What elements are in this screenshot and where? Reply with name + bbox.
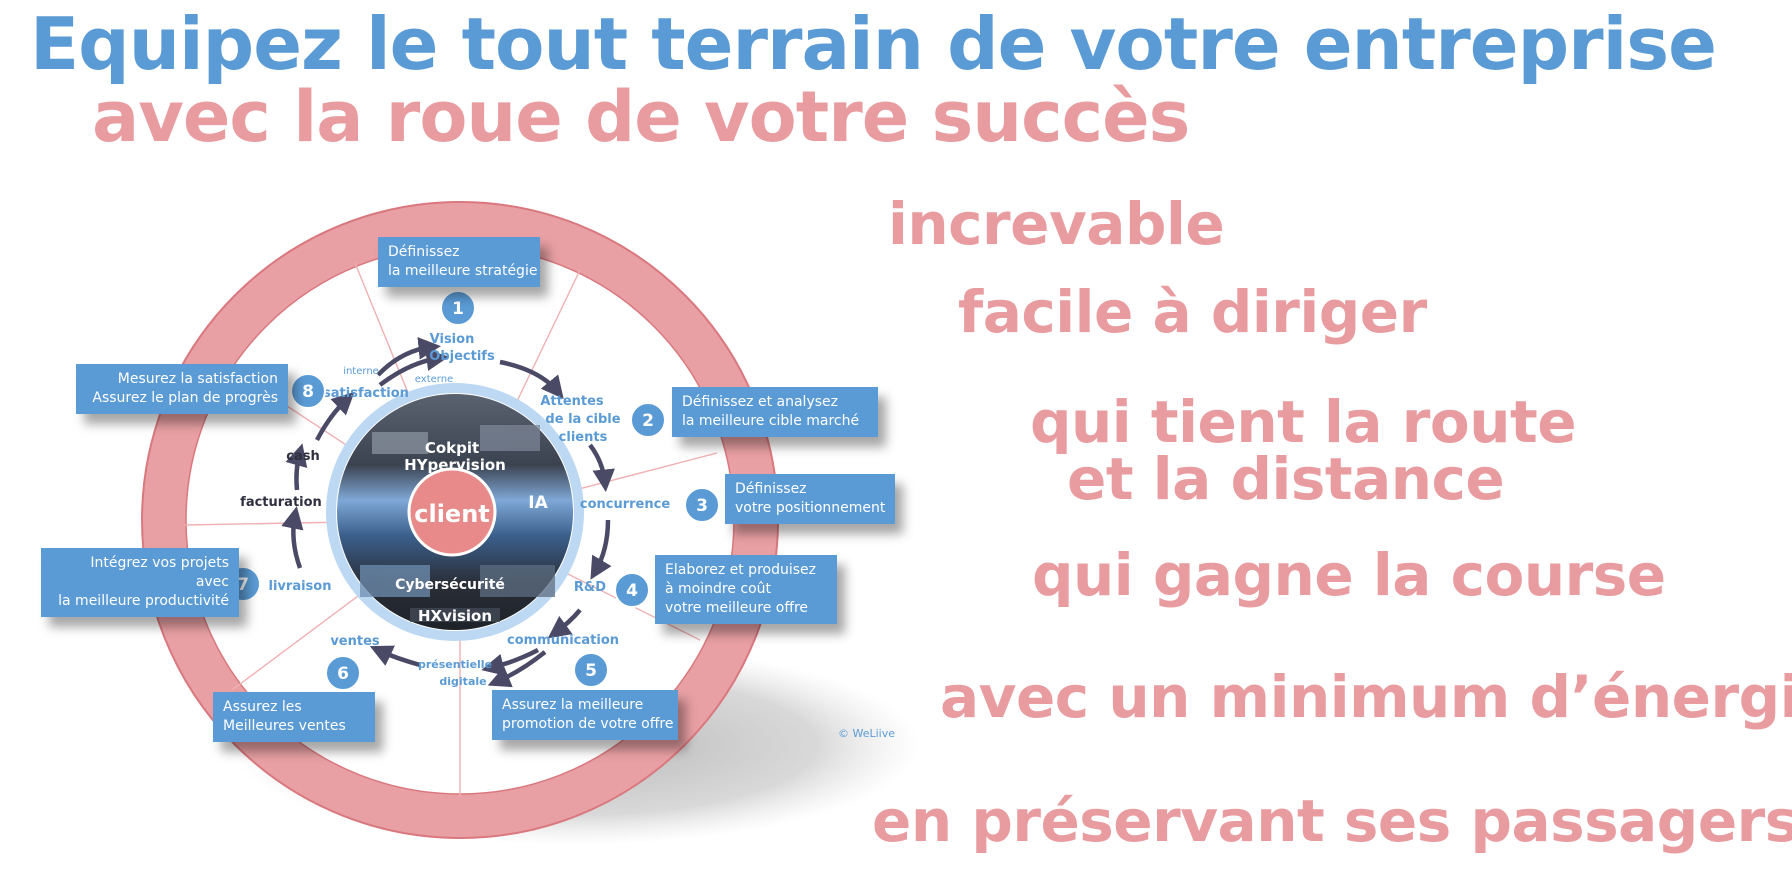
arrow-vision-to-attentes — [499, 359, 564, 399]
step-8-line-1: Mesurez la satisfaction — [117, 371, 278, 387]
label-externe: externe — [415, 374, 453, 385]
step-5-line-2: promotion de votre offre — [502, 716, 674, 732]
label-de-la-cible: de la cible — [545, 412, 620, 427]
label-cash: cash — [286, 449, 319, 464]
label-digitale: digitale — [439, 675, 486, 688]
cockpit-panel — [410, 608, 500, 622]
cockpit-panel — [480, 565, 555, 597]
step-7-line-3: la meilleure productivité — [58, 593, 229, 609]
label-presentielle: présentielle — [418, 658, 492, 671]
cockpit-panel — [372, 432, 428, 454]
cycle-arrows — [281, 337, 615, 688]
step-5-number: 5 — [585, 661, 597, 681]
step-4-line-2: à moindre coût — [665, 581, 772, 597]
step-6-number: 6 — [337, 664, 349, 684]
label-communication: communication — [507, 633, 619, 648]
label-objectifs: Objectifs — [429, 349, 495, 364]
step-7-number: 7 — [237, 575, 249, 595]
step-7-box: Intégrez vos projets avec la meilleure p… — [41, 548, 239, 617]
tagline-energie: avec un minimum d’énergie — [940, 663, 1792, 731]
step-6-box: Assurez les Meilleures ventes — [213, 692, 375, 742]
step-4-box: Elaborez et produisez à moindre coût vot… — [655, 555, 837, 624]
client-label: client — [414, 500, 490, 528]
step-5-line-1: Assurez la meilleure — [502, 697, 644, 713]
label-concurrence: concurrence — [580, 497, 670, 512]
tagline-passagers: en préservant ses passagers — [872, 787, 1792, 855]
step-1-line-2: la meilleure stratégie — [388, 263, 538, 279]
label-rd: R&D — [574, 580, 606, 595]
step-4-badge — [614, 572, 650, 608]
arrow-facturation-to-cash — [285, 443, 308, 491]
step-7-line-2: avec — [195, 574, 229, 590]
step-8-number: 8 — [302, 382, 314, 402]
label-livraison: livraison — [269, 579, 332, 594]
step-4-line-1: Elaborez et produisez — [665, 562, 816, 578]
tagline-distance: et la distance — [1067, 445, 1505, 513]
cockpit-panels — [360, 425, 555, 622]
arrow-clients-to-concurrence — [588, 443, 615, 492]
title-line-2: avec la roue de votre succès — [92, 76, 1190, 158]
label-interne: interne — [343, 366, 379, 377]
step-7-line-1: Intégrez vos projets — [90, 555, 229, 571]
step-3-box: Définissez votre positionnement — [725, 474, 895, 524]
step-2-line-1: Définissez et analysez — [682, 394, 838, 410]
step-6-line-1: Assurez les — [223, 699, 302, 715]
tagline-facile: facile à diriger — [958, 278, 1427, 346]
cokpit-label: Cokpit — [425, 439, 479, 457]
step-1-number: 1 — [452, 299, 464, 319]
label-satisfaction: satisfaction — [323, 386, 409, 401]
step-8-line-2: Assurez le plan de progrès — [92, 390, 278, 406]
step-1-box: Définissez la meilleure stratégie — [378, 237, 540, 287]
success-wheel-diagram: client Cokpit HYpervision IA Cybersécuri… — [141, 201, 920, 845]
arrow-cash-to-satisfaction — [315, 391, 355, 442]
arrow-ventes-to-livraison — [369, 645, 421, 668]
client-disc — [407, 467, 497, 557]
step-5-badge — [573, 652, 609, 688]
step-4-line-3: votre meilleure offre — [665, 600, 809, 616]
label-vision: Vision — [430, 332, 475, 347]
step-3-badge — [684, 487, 720, 523]
copyright-notice: © WeLiive — [838, 727, 896, 740]
label-clients: clients — [559, 430, 608, 445]
arrow-rd-to-communication — [547, 608, 582, 639]
label-ventes: ventes — [330, 634, 380, 649]
tagline-course: qui gagne la course — [1032, 541, 1666, 609]
label-attentes: Attentes — [540, 394, 604, 409]
step-2-line-2: la meilleure cible marché — [682, 413, 860, 429]
title-line-1: Equipez le tout terrain de votre entrepr… — [30, 2, 1717, 86]
tagline-increvable: increvable — [888, 190, 1225, 258]
step-3-number: 3 — [696, 496, 708, 516]
step-3-line-2: votre positionnement — [735, 500, 886, 516]
cybersecurite-label: Cybersécurité — [395, 577, 505, 593]
step-2-box: Définissez et analysez la meilleure cibl… — [672, 387, 878, 437]
cockpit-panel — [480, 425, 540, 451]
step-6-badge — [325, 655, 361, 691]
ia-label: IA — [528, 493, 548, 513]
step-2-badge — [630, 402, 666, 438]
step-3-line-1: Définissez — [735, 481, 807, 497]
step-5-box: Assurez la meilleure promotion de votre … — [492, 690, 678, 740]
step-2-number: 2 — [642, 411, 654, 431]
cockpit-panel — [360, 565, 430, 597]
step-6-line-2: Meilleures ventes — [223, 718, 346, 734]
step-8-box: Mesurez la satisfaction Assurez le plan … — [76, 364, 288, 414]
arrow-concurrence-to-rd — [590, 519, 612, 580]
hxvision-label: HXvision — [418, 607, 492, 625]
tagline-route: qui tient la route — [1030, 388, 1577, 456]
label-facturation: facturation — [240, 495, 322, 510]
step-1-line-1: Définissez — [388, 244, 460, 260]
step-4-number: 4 — [626, 581, 638, 601]
step-1-badge — [440, 290, 476, 326]
hypervision-label: HYpervision — [404, 456, 506, 474]
step-8-badge — [290, 373, 326, 409]
arrow-communication-to-digitale — [487, 650, 547, 688]
arrow-livraison-to-facturation — [281, 506, 304, 569]
arrow-satisfaction-to-vision-externe — [376, 337, 441, 377]
